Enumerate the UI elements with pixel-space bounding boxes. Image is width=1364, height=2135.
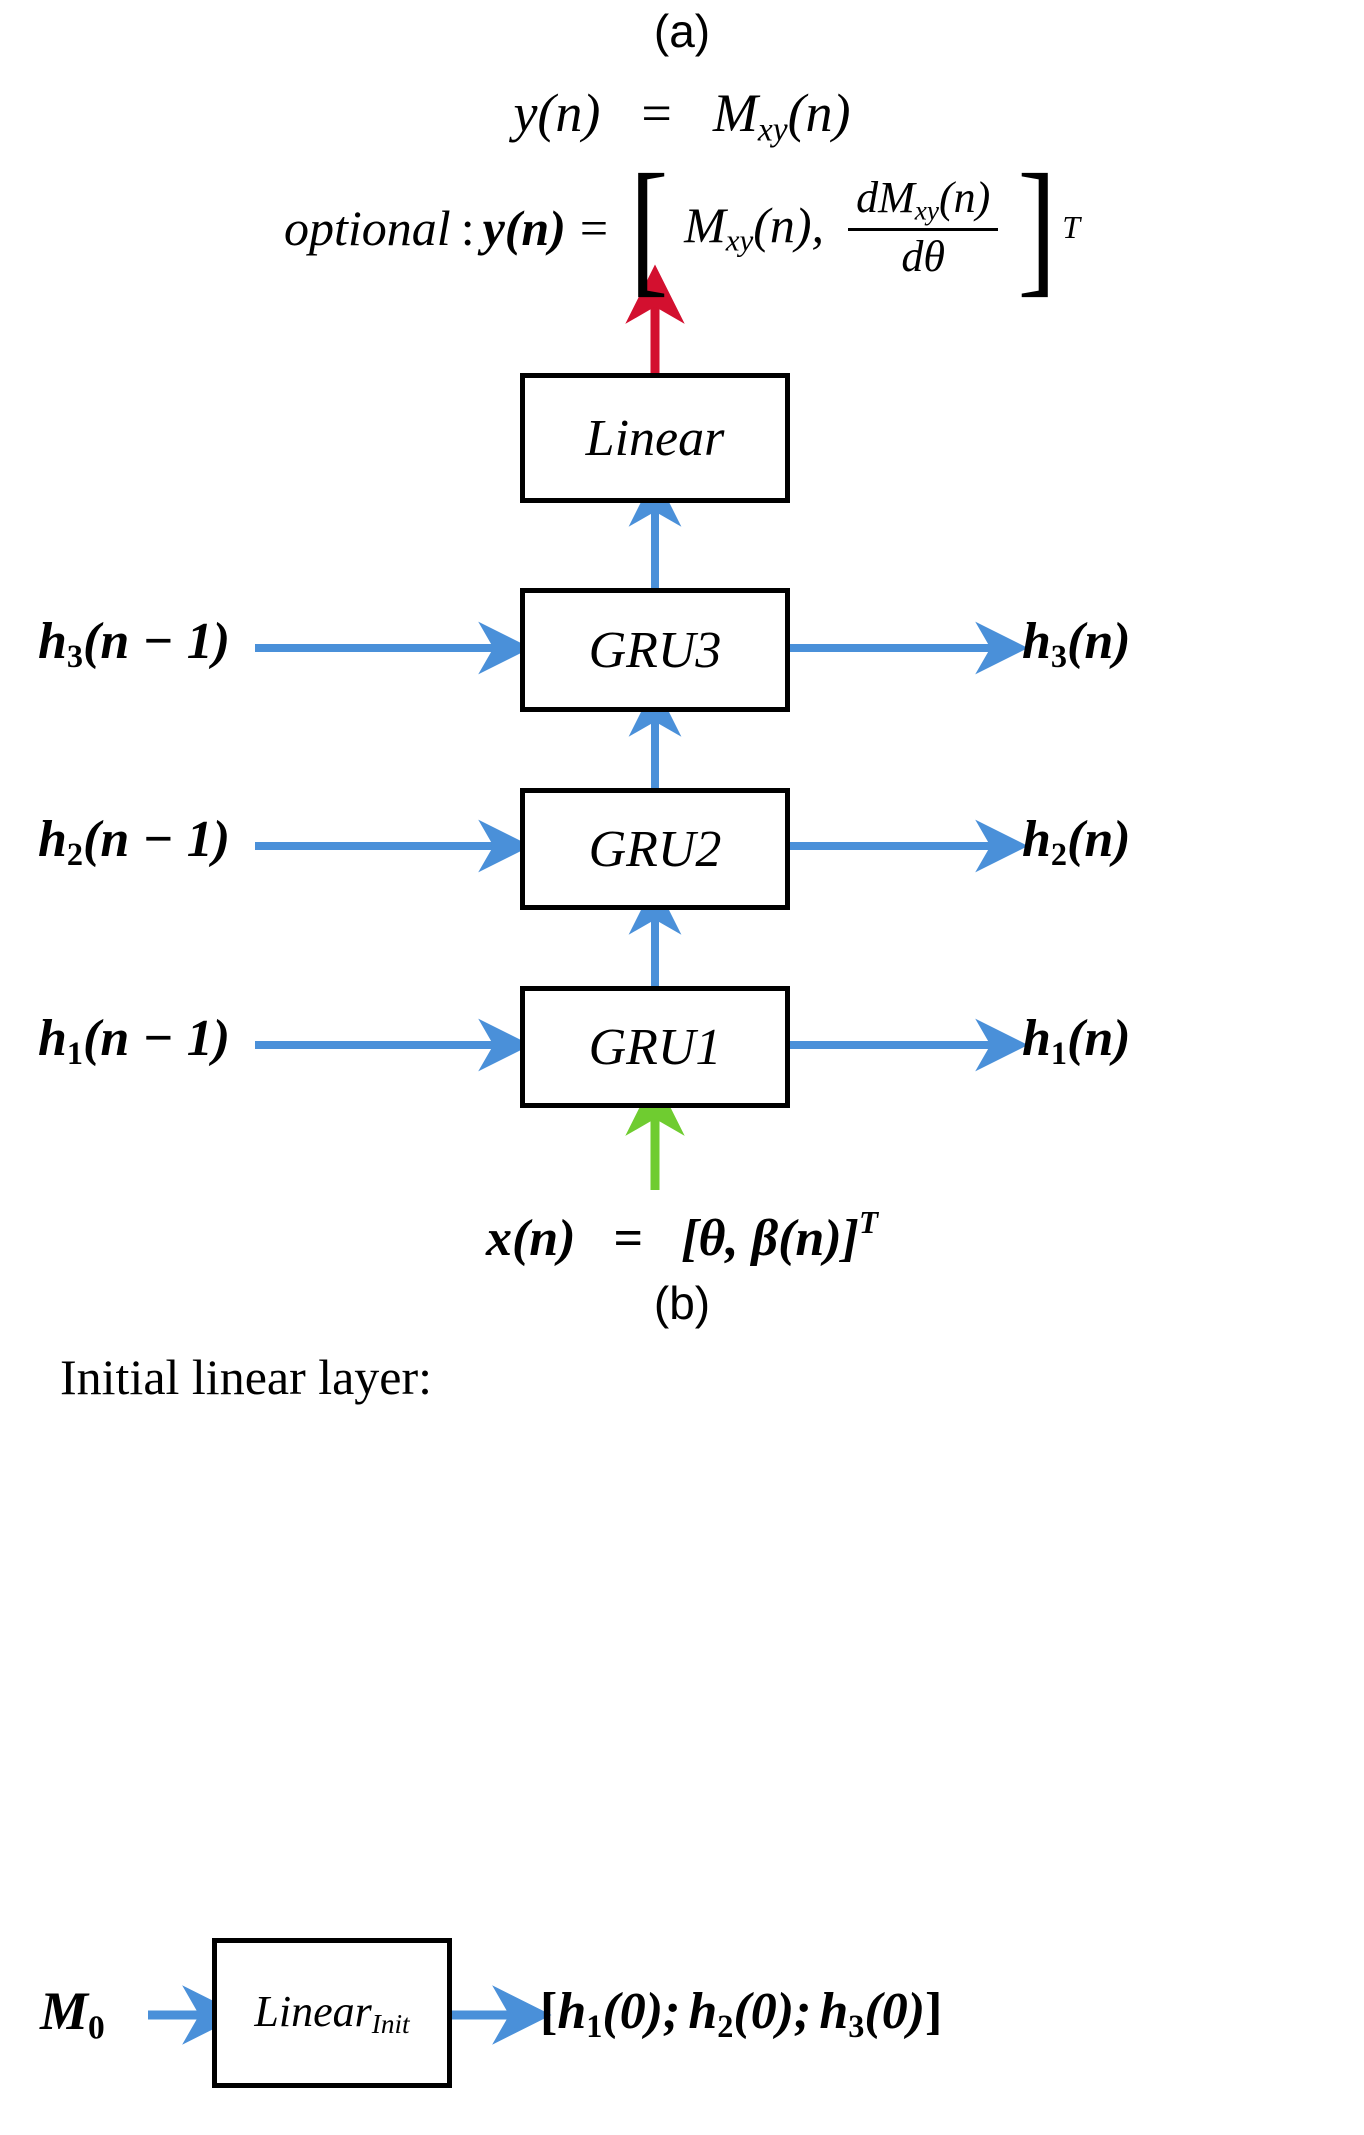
node-gru2[interactable]: GRU2	[520, 788, 790, 910]
initial-states-h3-var: h	[819, 1983, 849, 2040]
initial-states-h3-sub: 3	[848, 2008, 865, 2045]
optional-operator: =	[579, 199, 609, 256]
label-h2-in-sub: 2	[66, 836, 84, 873]
output-eq-lhs: y(n)	[513, 83, 601, 143]
initial-states-h2-arg: (0);	[733, 1983, 812, 2040]
input-eq-lhs-arg: (n)	[511, 1209, 576, 1267]
label-h2-in-var: h	[38, 811, 67, 868]
label-h1-in-var: h	[38, 1010, 67, 1067]
node-linear-init-label: LinearInit	[254, 1986, 409, 2041]
input-eq-transpose: T	[858, 1205, 879, 1240]
label-h3-out: h3(n)	[1022, 612, 1131, 675]
optional-term1-var: M	[684, 197, 726, 254]
optional-equation: optional : y(n) = [ Mxy(n), dMxy(n) dθ ]…	[0, 144, 1364, 311]
node-gru3[interactable]: GRU3	[520, 588, 790, 712]
label-m0: M0	[40, 1980, 105, 2047]
label-h2-out-var: h	[1022, 811, 1051, 868]
optional-prefix: optional	[284, 199, 451, 256]
output-eq-operator: =	[641, 83, 672, 143]
node-gru2-label: GRU2	[588, 820, 722, 878]
label-h1-in-sub: 1	[66, 1035, 84, 1072]
initial-states-h1-var: h	[557, 1983, 587, 2040]
panel-b-caption: Initial linear layer:	[60, 1349, 433, 1405]
optional-term1-arg: (n),	[753, 197, 825, 254]
input-eq-rhs: [θ, β(n)]	[681, 1209, 859, 1267]
label-h1-in: h1(n − 1)	[38, 1009, 230, 1072]
node-linear-init[interactable]: LinearInit	[212, 1938, 452, 2088]
optional-lhs: y(n)	[482, 199, 566, 256]
node-linear-label: Linear	[585, 409, 725, 467]
node-linear[interactable]: Linear	[520, 373, 790, 503]
node-gru3-label: GRU3	[588, 621, 722, 679]
optional-open-bracket: [	[629, 144, 669, 311]
optional-term1: Mxy(n),	[684, 196, 824, 259]
output-eq-rhs-var: M	[712, 83, 758, 143]
initial-states-close: ]	[925, 1983, 943, 2040]
label-h2-in: h2(n − 1)	[38, 810, 230, 873]
optional-colon: :	[460, 199, 475, 256]
fraction-num-sub: xy	[914, 195, 939, 226]
initial-states-h2-var: h	[688, 1983, 718, 2040]
node-gru1[interactable]: GRU1	[520, 986, 790, 1108]
label-h3-out-var: h	[1022, 613, 1051, 670]
label-h1-out: h1(n)	[1022, 1009, 1131, 1072]
optional-transpose: T	[1062, 209, 1080, 246]
label-h1-out-arg: (n)	[1067, 1010, 1131, 1067]
panel-a-label: (a)	[653, 5, 711, 57]
fraction-num-var: M	[878, 173, 915, 222]
node-linear-init-text: Linear	[254, 1986, 372, 2036]
node-linear-init-sub: Init	[371, 2009, 410, 2040]
label-h3-in-sub: 3	[66, 638, 84, 675]
label-h1-out-sub: 1	[1050, 1035, 1068, 1072]
label-h3-out-arg: (n)	[1067, 613, 1131, 670]
initial-states-h1-arg: (0);	[602, 1983, 681, 2040]
label-h3-out-sub: 3	[1050, 638, 1068, 675]
optional-term1-sub: xy	[725, 222, 754, 258]
input-equation: x(n) = [θ, β(n)]T	[0, 1205, 1364, 1268]
label-m0-var: M	[40, 1981, 89, 2041]
input-eq-lhs-var: x	[485, 1209, 512, 1267]
label-initial-states: [h1(0);h2(0);h3(0)]	[540, 1982, 942, 2045]
output-eq-rhs-sub: xy	[757, 111, 788, 149]
input-eq-operator: =	[613, 1209, 644, 1267]
label-h1-out-var: h	[1022, 1010, 1051, 1067]
output-eq-rhs-arg: (n)	[787, 83, 851, 143]
label-h1-in-arg: (n − 1)	[83, 1010, 231, 1067]
node-gru1-label: GRU1	[588, 1018, 722, 1076]
label-h3-in: h3(n − 1)	[38, 612, 230, 675]
optional-derivative-fraction: dMxy(n) dθ	[848, 173, 999, 281]
label-m0-sub: 0	[88, 2009, 105, 2047]
label-h2-out-arg: (n)	[1067, 811, 1131, 868]
label-h3-in-arg: (n − 1)	[83, 613, 231, 670]
label-h2-in-arg: (n − 1)	[83, 811, 231, 868]
output-equation: y(n) = Mxy(n)	[0, 82, 1364, 149]
fraction-num-arg: (n)	[938, 173, 991, 222]
fraction-denominator: dθ	[848, 227, 999, 281]
label-h3-in-var: h	[38, 613, 67, 670]
initial-states-open: [	[540, 1983, 558, 2040]
initial-states-h1-sub: 1	[586, 2008, 603, 2045]
label-h2-out: h2(n)	[1022, 810, 1131, 873]
panel-b-label: (b)	[653, 1277, 711, 1329]
fraction-numerator: dMxy(n)	[848, 173, 998, 228]
label-h2-out-sub: 2	[1050, 836, 1068, 873]
initial-states-h2-sub: 2	[717, 2008, 734, 2045]
initial-states-h3-arg: (0)	[864, 1983, 926, 2040]
optional-close-bracket: ]	[1017, 144, 1057, 311]
fraction-num-d: d	[856, 173, 879, 222]
